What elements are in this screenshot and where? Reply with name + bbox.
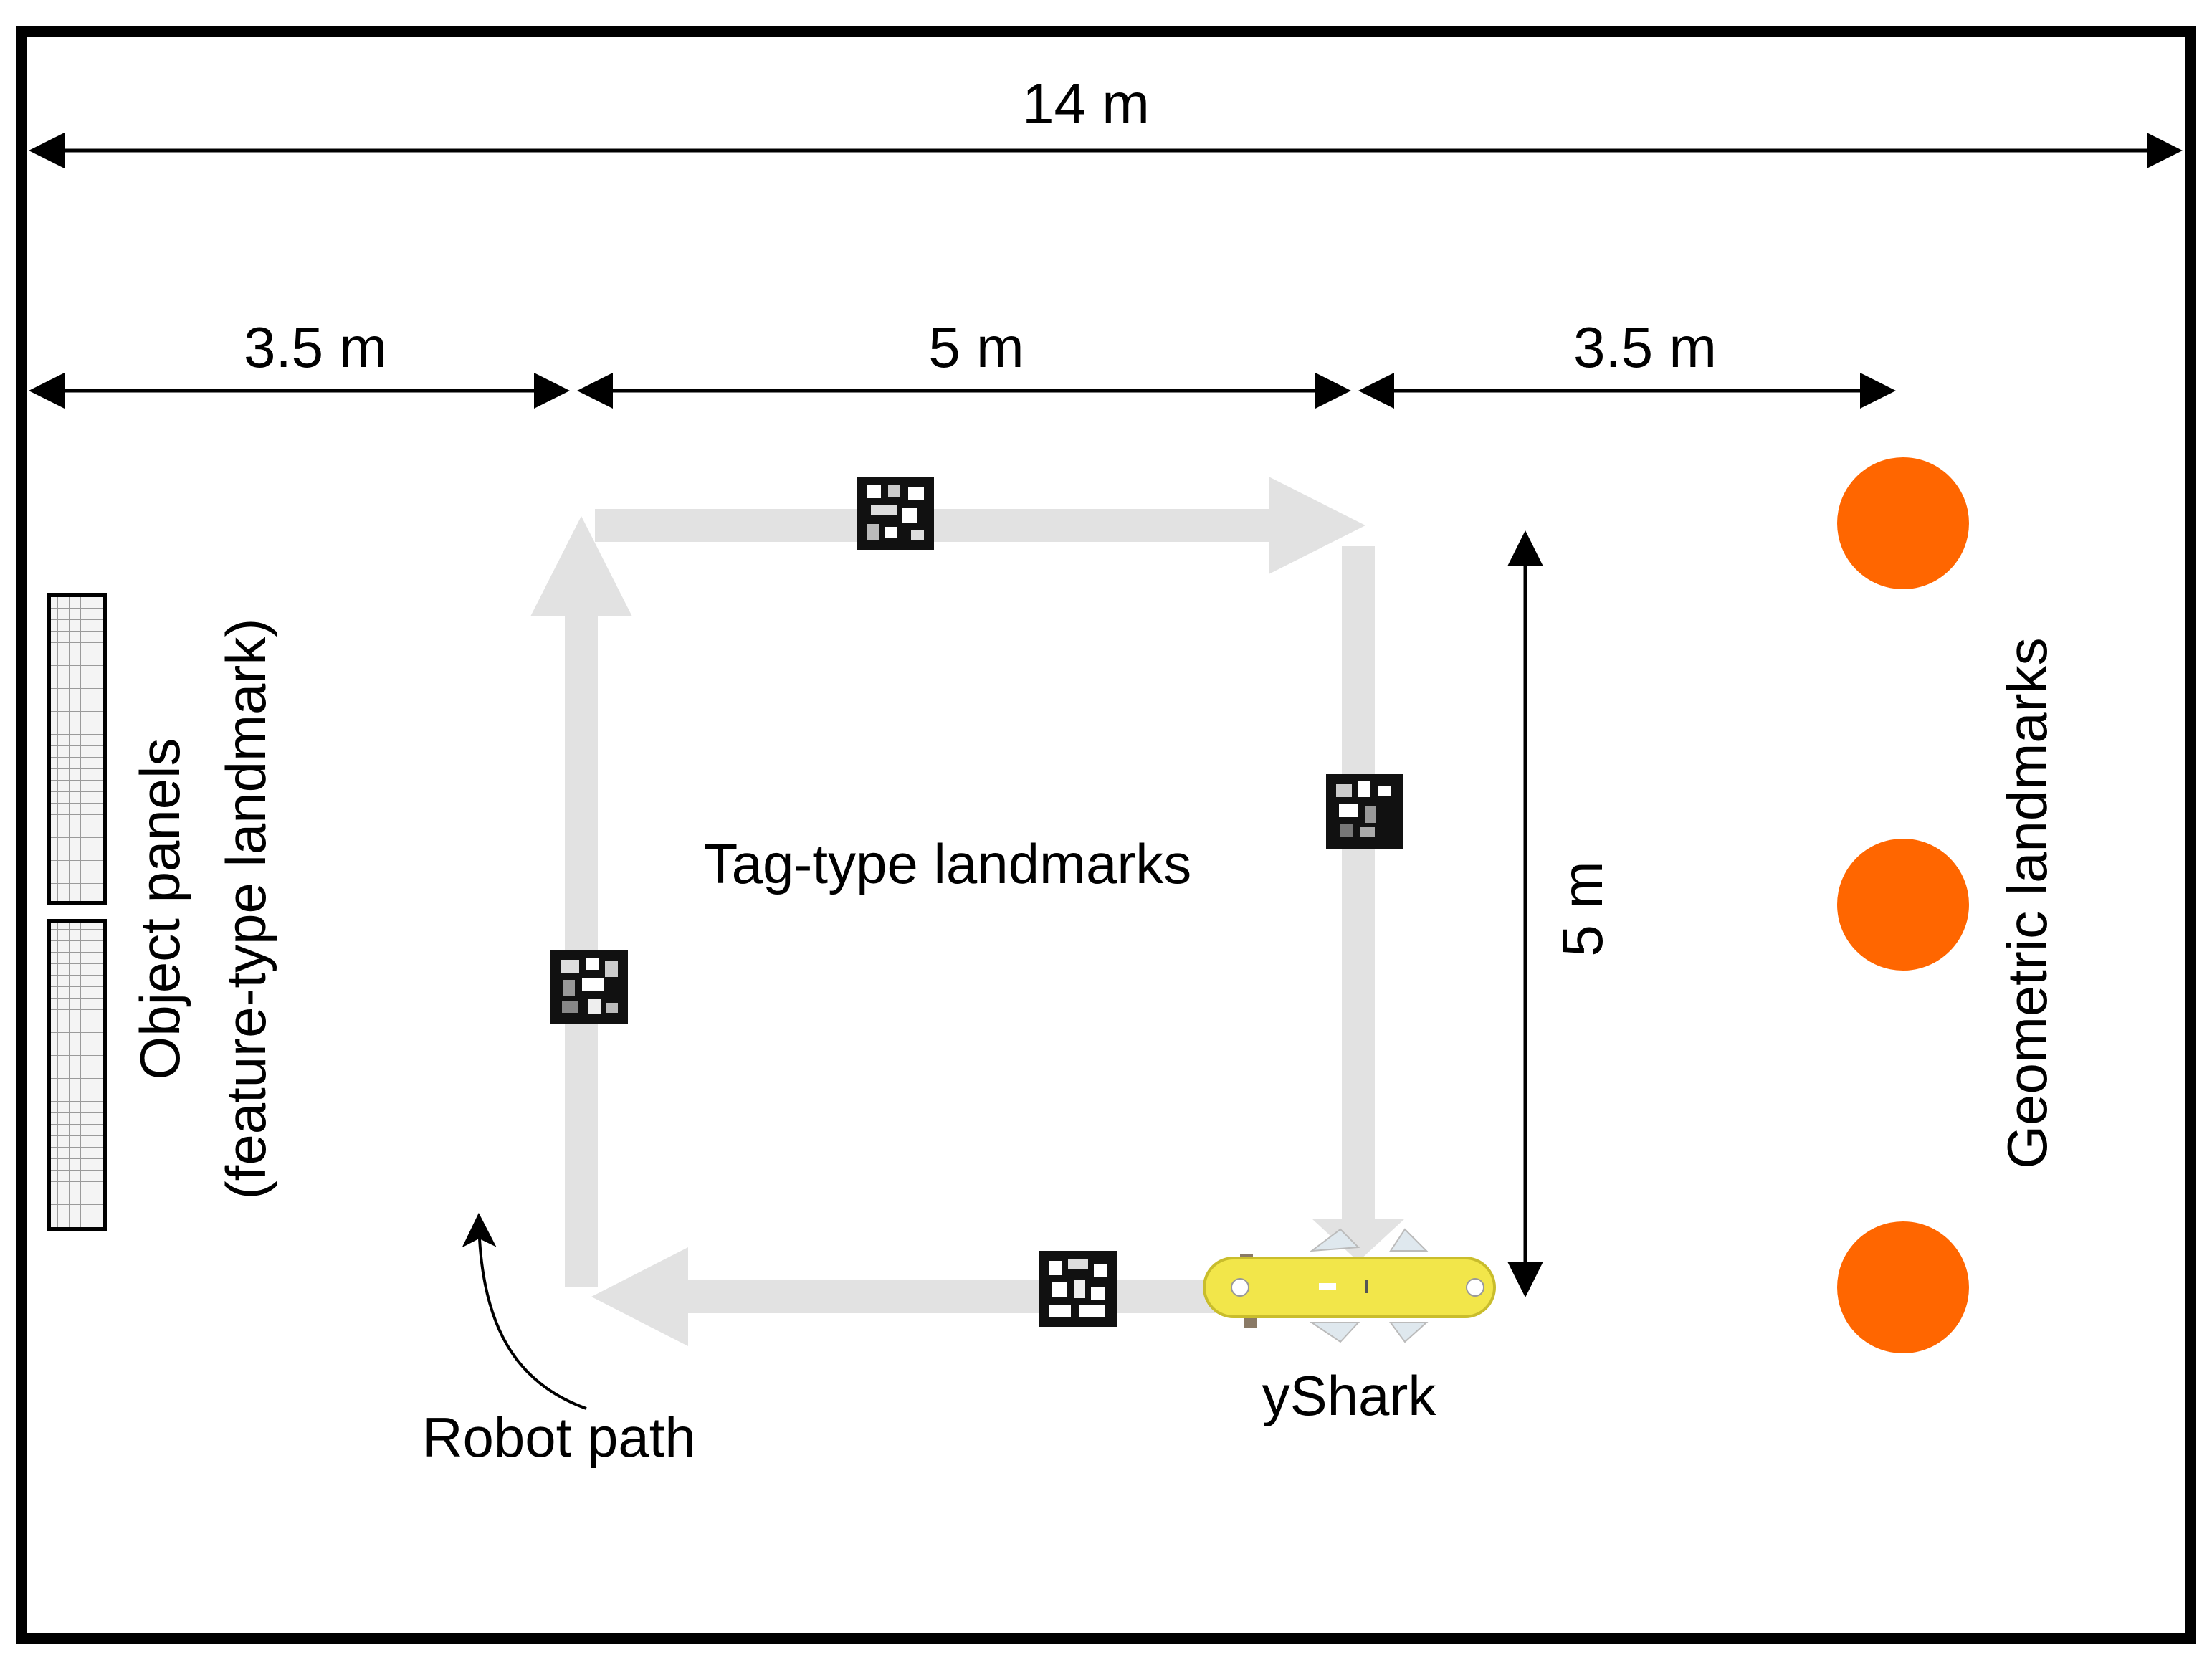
robot-path-pointer-arrow (462, 1213, 587, 1410)
path-top-arrowhead (1269, 477, 1365, 574)
arena-border (16, 26, 2196, 1644)
ystark-robot-icon (1203, 1228, 1496, 1343)
object-panels-label-line1: Object panels (128, 738, 191, 1080)
dimension-path-height-label: 5 m (1550, 861, 1614, 956)
geometric-landmarks-label: Geometric landmarks (1996, 637, 2059, 1168)
dimension-path-height: 5 m (1507, 530, 1614, 1297)
fiducial-tag-icon (1326, 774, 1403, 849)
path-left-shaft (565, 609, 598, 1287)
path-left-arrowhead (530, 516, 632, 616)
path-right-shaft (1342, 546, 1375, 1234)
grid-panel-icon (47, 593, 107, 905)
dimension-right-gap-label: 3.5 m (1573, 315, 1717, 379)
dimension-left-gap: 3.5 m (29, 315, 570, 409)
fiducial-tag-icon (1039, 1251, 1117, 1327)
robot-path-label: Robot path (422, 1406, 696, 1469)
dimension-path-width: 5 m (577, 315, 1351, 409)
dimension-total-width: 14 m (29, 72, 2183, 168)
geometric-landmark (1837, 1221, 1969, 1353)
fiducial-tag-icon (550, 950, 628, 1024)
grid-panel-icon (47, 919, 107, 1231)
fiducial-tag-icon (857, 477, 934, 550)
object-panels-label-line2: (feature-type landmark) (214, 619, 277, 1200)
geometric-landmark (1837, 457, 1969, 589)
dimension-total-label: 14 m (1022, 72, 1150, 135)
path-bottom-arrowhead (591, 1247, 688, 1346)
path-top-shaft (595, 509, 1276, 542)
geometric-landmark (1837, 839, 1969, 971)
robot-name-label: yShark (1262, 1364, 1437, 1427)
dimension-right-gap: 3.5 m (1358, 315, 1896, 409)
robot-path (530, 477, 1405, 1346)
dimension-left-gap-label: 3.5 m (244, 315, 387, 379)
tag-landmarks-label: Tag-type landmarks (704, 832, 1192, 895)
dimension-path-width-label: 5 m (928, 315, 1024, 379)
path-right-arrowhead (1312, 1219, 1405, 1262)
